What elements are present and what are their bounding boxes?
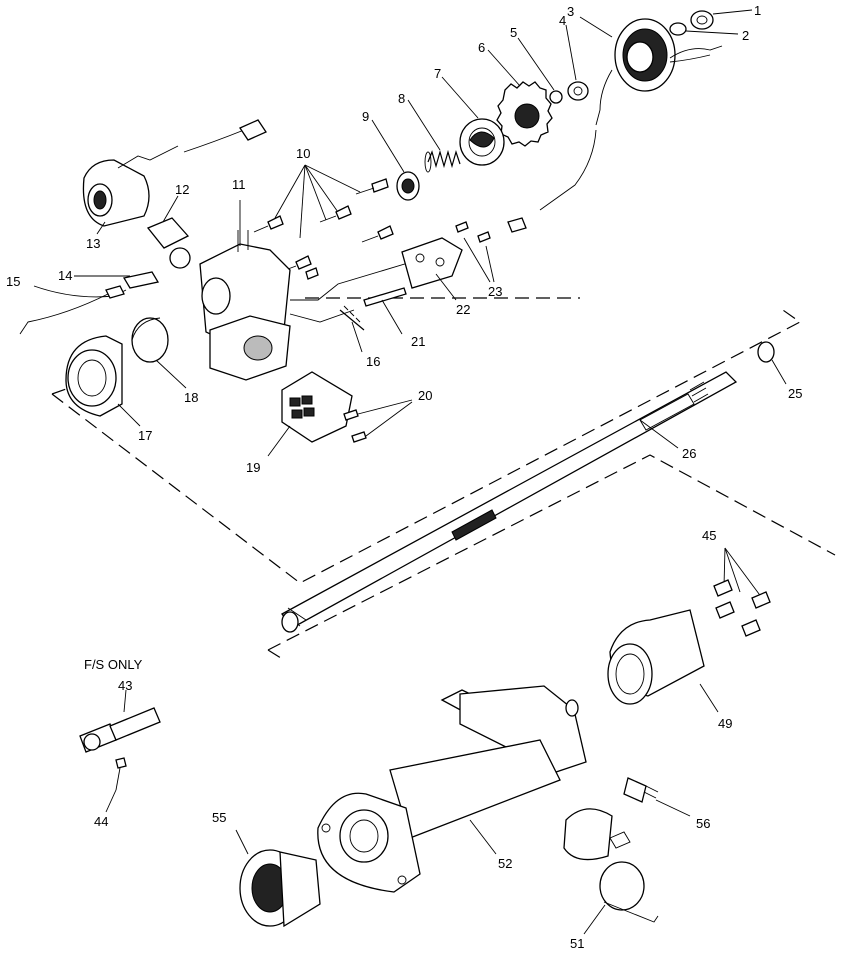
part-45-bolts (713, 547, 771, 637)
part-9-bearing (371, 119, 420, 201)
lower-dashed-frame (267, 454, 836, 661)
part-21-rod (363, 287, 407, 335)
part-7-thrust-washer (441, 76, 505, 166)
part-4-washer (565, 24, 589, 101)
callout-1: 1 (754, 3, 761, 18)
part-14-connector (74, 271, 160, 289)
callout-17: 17 (138, 428, 152, 443)
fs-only-note: F/S ONLY (84, 657, 143, 672)
part-43-connector (79, 689, 161, 753)
callout-10: 10 (296, 146, 310, 161)
part-13-lock-cylinder (82, 119, 267, 235)
upper-dashed-frame (51, 297, 802, 584)
part-20-screws (343, 399, 413, 443)
callout-5: 5 (510, 25, 517, 40)
callout-26: 26 (682, 446, 696, 461)
callout-6: 6 (478, 40, 485, 55)
callout-7: 7 (434, 66, 441, 81)
callout-8: 8 (398, 91, 405, 106)
callout-13: 13 (86, 236, 100, 251)
callout-18: 18 (184, 390, 198, 405)
part-16-pin (339, 305, 365, 353)
callout-11: 11 (232, 177, 246, 192)
callout-15: 15 (6, 274, 20, 289)
callout-labels: 1 2 3 4 5 6 7 8 9 10 11 12 13 14 15 16 1… (6, 3, 802, 951)
part-17-bearing-housing (65, 335, 141, 427)
callout-16: 16 (366, 354, 380, 369)
part-10-screws (253, 164, 394, 280)
callout-12: 12 (175, 182, 189, 197)
part-8-spring (407, 99, 461, 173)
part-51-clip (563, 808, 659, 935)
part-2-retaining-ring (669, 22, 739, 36)
callout-55: 55 (212, 810, 226, 825)
part-56-sensor (623, 777, 691, 817)
callout-25: 25 (788, 386, 802, 401)
part-12-sleeve (146, 195, 191, 269)
part-6-cancel-cam (487, 49, 553, 147)
part-55-bearing-adapter (235, 829, 321, 928)
callout-22: 22 (456, 302, 470, 317)
part-15-harness (19, 285, 127, 335)
callout-14: 14 (58, 268, 72, 283)
part-3-switch-ring (539, 16, 723, 211)
callout-19: 19 (246, 460, 260, 475)
callout-23: 23 (488, 284, 502, 299)
part-5-ring (517, 37, 563, 104)
callout-2: 2 (742, 28, 749, 43)
part-25-snap-ring (757, 341, 787, 385)
part-26-steering-shaft (281, 371, 738, 633)
part-23-screws (455, 217, 527, 283)
callout-43: 43 (118, 678, 132, 693)
callout-56: 56 (696, 816, 710, 831)
callout-49: 49 (718, 716, 732, 731)
callout-3: 3 (567, 4, 574, 19)
part-44-screw (105, 757, 127, 813)
callout-21: 21 (411, 334, 425, 349)
part-49-housing (607, 609, 719, 713)
callout-45: 45 (702, 528, 716, 543)
steering-column-housing (199, 200, 419, 381)
part-1-nut (690, 9, 753, 30)
callout-52: 52 (498, 856, 512, 871)
part-22-bracket (401, 237, 463, 301)
callout-51: 51 (570, 936, 584, 951)
part-18-ring (131, 317, 187, 389)
callout-4: 4 (559, 13, 566, 28)
callout-44: 44 (94, 814, 108, 829)
part-19-switch (267, 371, 353, 457)
part-52-column-jacket (317, 685, 587, 893)
callout-9: 9 (362, 109, 369, 124)
callout-20: 20 (418, 388, 432, 403)
